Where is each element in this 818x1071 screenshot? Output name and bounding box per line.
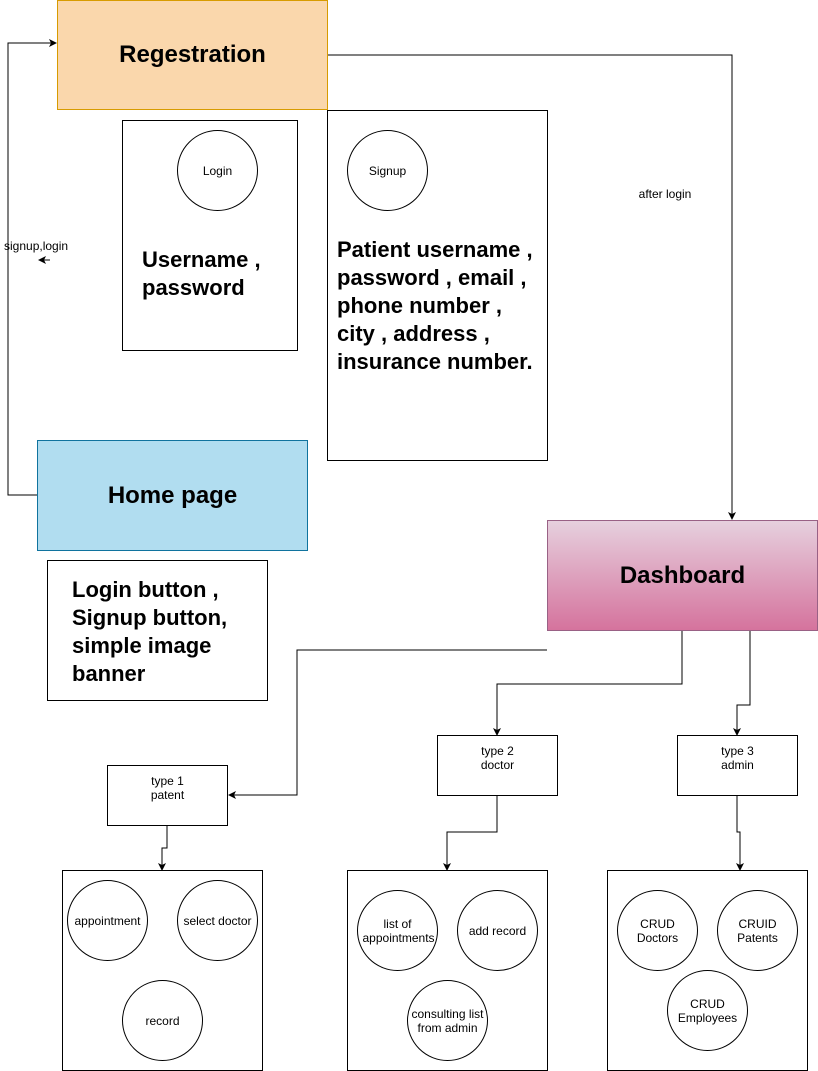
home-details-panel — [47, 560, 268, 701]
admin-crud-doctors-circle: CRUD Doctors — [617, 890, 698, 971]
admin-crud-employees-label: CRUD Employees — [677, 996, 738, 1025]
edge-dashboard-to-type1 — [228, 649, 547, 799]
doctor-list-label: list of appointments — [362, 916, 435, 945]
patient-select-doctor-label: select doctor — [183, 913, 252, 928]
patient-appointment-circle: appointment — [67, 880, 148, 961]
edge-type2-to-doctor-features — [443, 795, 498, 871]
admin-crud-employees-circle: CRUD Employees — [667, 970, 748, 1051]
type2-line2: doctor — [480, 758, 515, 772]
edge-label-after-login: after login — [638, 187, 692, 201]
edge-home-to-registration — [7, 39, 57, 496]
admin-cruid-patents-label: CRUID Patents — [737, 916, 778, 945]
type1-line2: patent — [150, 788, 185, 802]
signup-circle: Signup — [347, 130, 428, 211]
type3-line2: admin — [721, 758, 754, 772]
edge-label-signup-login: signup,login — [4, 239, 69, 253]
edge-registration-to-dashboard — [328, 54, 736, 520]
home-page-title: Home page — [107, 481, 238, 509]
type1-patient-node: type 1 patent — [107, 765, 228, 826]
doctor-consulting-label: consulting list from admin — [411, 1006, 484, 1035]
signup-fields-text: Patient username , password , email , ph… — [337, 237, 533, 374]
login-fields-text: Username , password — [142, 247, 261, 300]
patient-select-doctor-circle: select doctor — [177, 880, 258, 961]
patient-record-label: record — [145, 1013, 180, 1028]
type3-line1: type 3 — [721, 744, 754, 758]
home-page-node: Home page — [37, 440, 308, 551]
admin-crud-doctors-label: CRUD Doctors — [636, 916, 679, 945]
edge-type1-to-patient-features — [158, 825, 168, 871]
dashboard-title: Dashboard — [619, 561, 746, 589]
login-circle: Login — [177, 130, 258, 211]
type2-doctor-node: type 2 doctor — [437, 735, 558, 796]
doctor-add-record-circle: add record — [457, 890, 538, 971]
type3-admin-node: type 3 admin — [677, 735, 798, 796]
type2-line1: type 2 — [481, 744, 514, 758]
patient-record-circle: record — [122, 980, 203, 1061]
home-details-text: Login button , Signup button, simple ima… — [72, 577, 228, 686]
edge-type3-to-admin-features — [736, 795, 744, 871]
admin-cruid-patents-circle: CRUID Patents — [717, 890, 798, 971]
doctor-list-circle: list of appointments — [357, 890, 438, 971]
signup-circle-label: Signup — [368, 163, 407, 178]
doctor-add-record-label: add record — [468, 923, 527, 938]
login-circle-label: Login — [202, 163, 233, 178]
registration-title: Regestration — [119, 41, 266, 68]
dashboard-node: Dashboard — [547, 520, 818, 631]
type1-line1: type 1 — [151, 774, 184, 788]
doctor-consulting-circle: consulting list from admin — [407, 980, 488, 1061]
edge-dashboard-to-type2 — [493, 631, 683, 736]
edge-dashboard-to-type3 — [733, 631, 751, 736]
patient-appointment-label: appointment — [74, 913, 141, 928]
registration-node: Regestration — [57, 0, 328, 110]
